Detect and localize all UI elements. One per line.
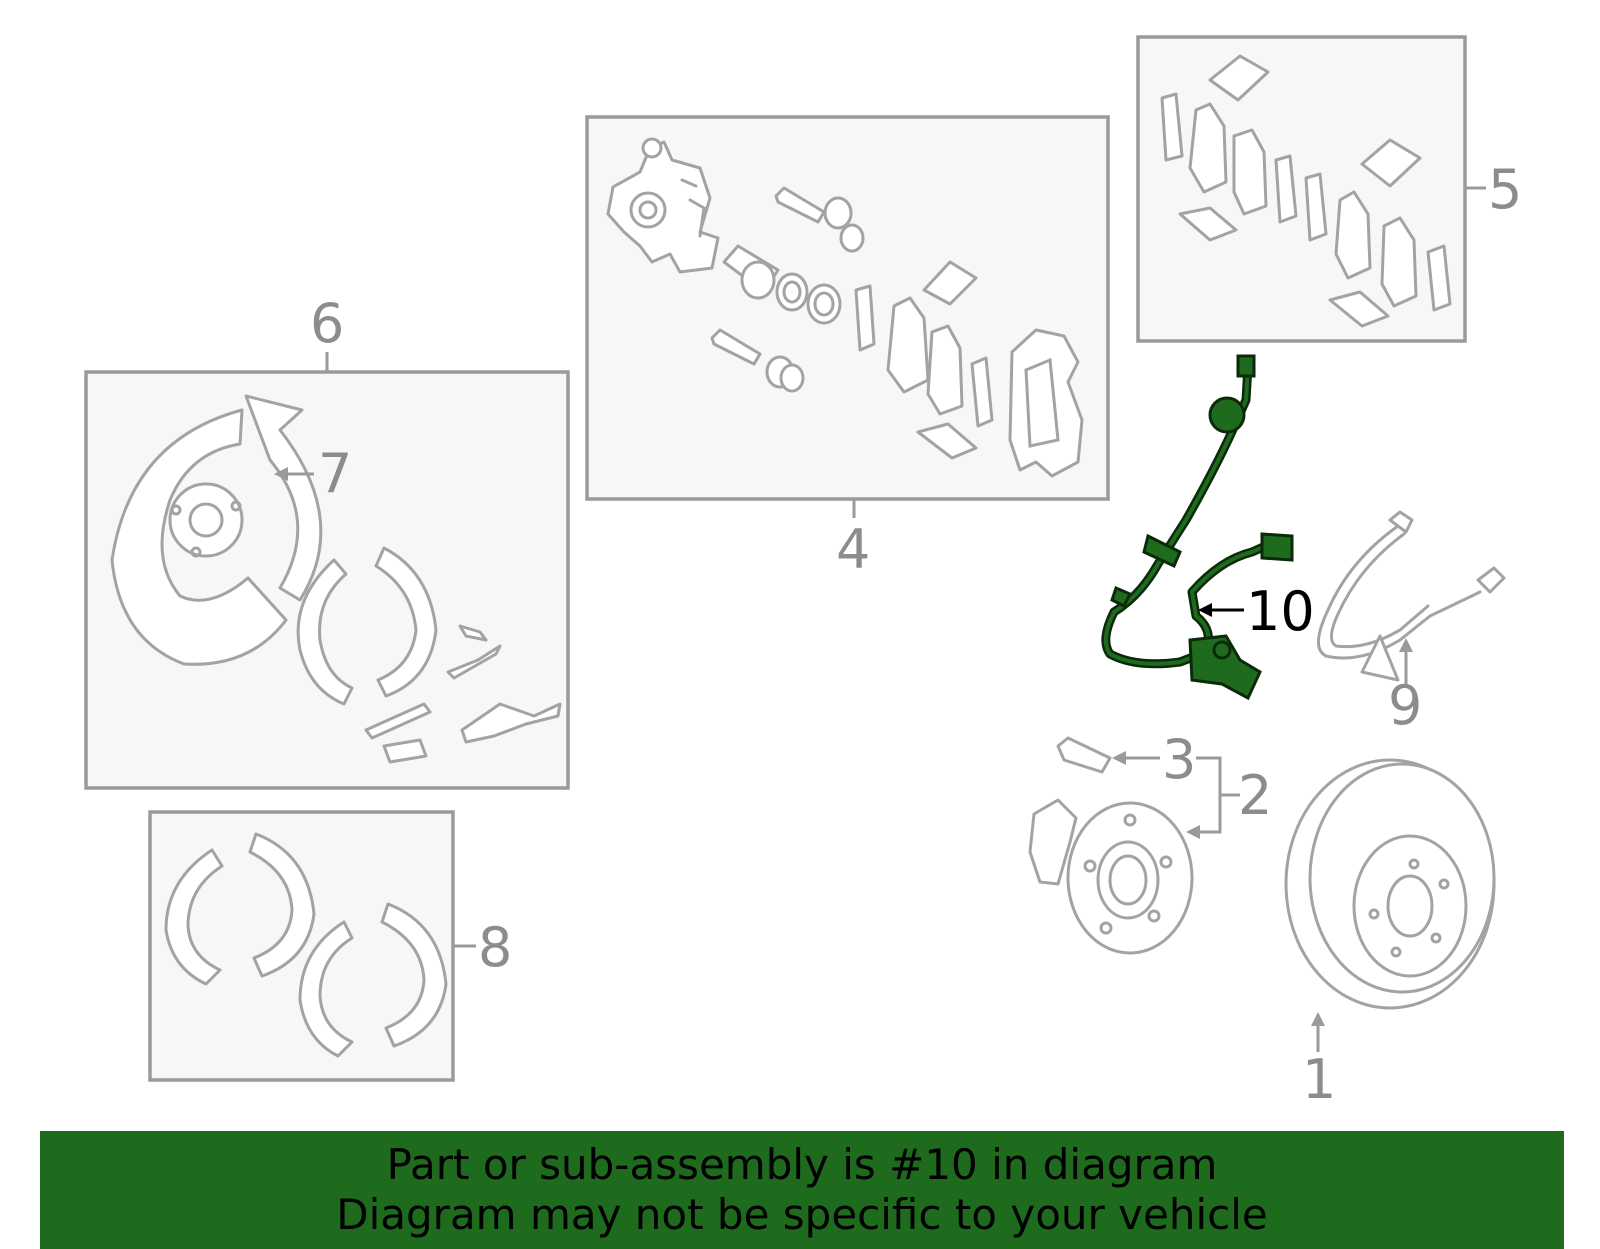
brake-shoes-in-assembly [296, 546, 562, 764]
brake-shoe-set [164, 832, 448, 1058]
leader-arrow-9 [1399, 638, 1413, 652]
sensor-cable-clip-1 [1142, 533, 1182, 569]
sensor-head [1188, 634, 1262, 701]
parking-cable-part-9 [1317, 510, 1506, 684]
sensor-cable-clip-2 [1110, 585, 1133, 609]
callout-3: 3 [1162, 728, 1196, 791]
banner-background [40, 1131, 1564, 1249]
pad-set [1160, 54, 1452, 328]
leader-arrow-7 [274, 467, 288, 481]
callout-9: 9 [1388, 674, 1422, 737]
sensor-connector-right [1260, 532, 1294, 562]
leader-arrow-1 [1311, 1012, 1325, 1026]
brake-pads-in-kit [854, 260, 994, 460]
backing-plate [110, 394, 323, 666]
brake-rotor-part-1 [1284, 758, 1496, 1052]
callout-10[interactable]: 10 [1246, 580, 1315, 643]
notice-banner: Part or sub-assembly is #10 in diagram D… [40, 1131, 1564, 1249]
slide-pin-upper [774, 186, 865, 253]
slide-pin-lower [710, 328, 805, 393]
caliper-assembly-group [585, 115, 1110, 518]
bracket-leader-2 [1186, 756, 1240, 839]
wheel-speed-sensor-part-10[interactable] [1101, 354, 1294, 701]
parking-brake-assembly-group [84, 352, 570, 790]
banner-line-disclaimer: Diagram may not be specific to your vehi… [336, 1190, 1268, 1239]
callout-8: 8 [478, 916, 512, 979]
caliper-housing [606, 137, 720, 274]
leader-arrow-10 [1198, 603, 1212, 617]
callout-1: 1 [1302, 1048, 1336, 1111]
sensor-connector-top [1236, 354, 1256, 378]
leader-arrow-3 [1112, 751, 1126, 765]
hub-bearing-part-2 [1028, 798, 1194, 955]
callout-4: 4 [836, 518, 870, 581]
banner-line-part-number: Part or sub-assembly is #10 in diagram [386, 1140, 1218, 1189]
callout-7: 7 [318, 442, 352, 505]
shoe-set-group [148, 810, 476, 1082]
callout-6: 6 [310, 292, 344, 355]
caliper-bracket [1008, 328, 1084, 478]
sensor-grommet [1208, 396, 1246, 434]
hub-bolt-part-3 [1056, 736, 1160, 774]
piston-and-seals [722, 244, 842, 325]
pad-kit-group [1136, 35, 1486, 343]
callout-2: 2 [1238, 764, 1272, 827]
callout-5: 5 [1488, 158, 1522, 221]
